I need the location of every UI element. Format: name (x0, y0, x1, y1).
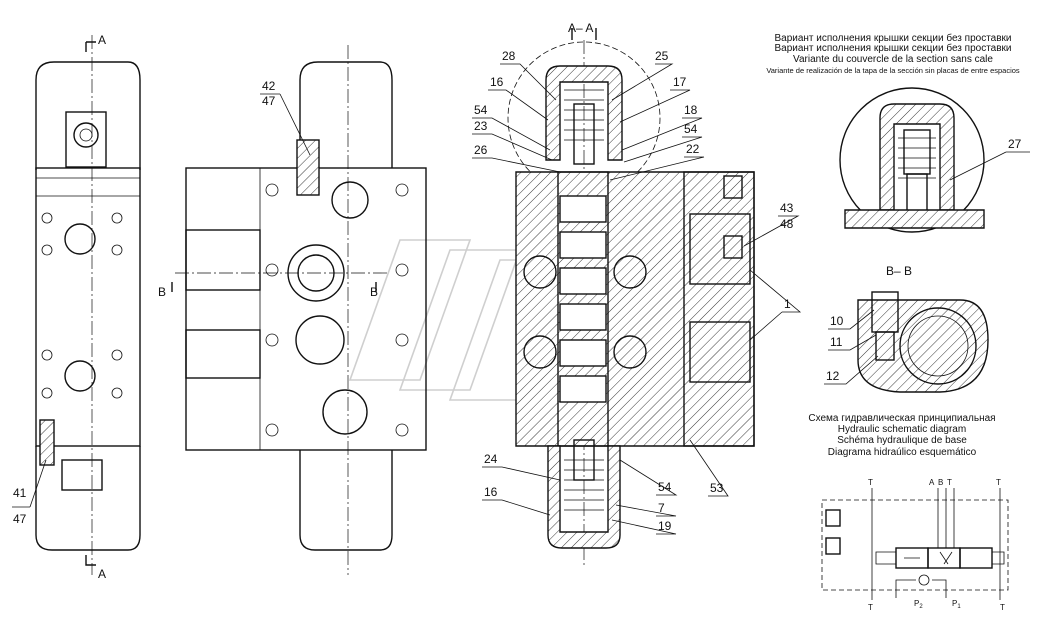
port-b: B (938, 478, 943, 487)
callout-26: 26 (474, 143, 488, 157)
cut-label-a-top: A (98, 33, 106, 47)
section-bb-title: B– B (886, 264, 912, 278)
callout-43: 43 (780, 201, 794, 215)
leader-41b (29, 459, 47, 508)
variant-caption-es: Variante de realización de la tapa de la… (766, 66, 1020, 75)
port-t-bottom-right: T (1000, 603, 1005, 612)
leader-27b (949, 151, 1007, 181)
callout-28: 28 (502, 49, 516, 63)
section-aa-view (507, 28, 755, 565)
callout-54b: 54 (684, 122, 698, 136)
callout-10: 10 (830, 314, 844, 328)
callout-22: 22 (686, 142, 700, 156)
callout-17: 17 (673, 75, 687, 89)
callout-47a: 47 (262, 94, 276, 108)
callout-24: 24 (484, 452, 498, 466)
front-view (171, 45, 427, 575)
variant-caption-ru-1: Вариант исполнения крышки секции без про… (774, 32, 1011, 44)
side-view (35, 35, 141, 575)
callout-11: 11 (830, 335, 843, 349)
callout-27: 27 (1008, 137, 1022, 151)
callout-54a: 54 (474, 103, 488, 117)
variant-caption-fr: Variante du couvercle de la section sans… (793, 54, 993, 65)
leader-42b (279, 93, 311, 156)
section-bb-leaders (824, 309, 879, 385)
section-bb-view (857, 291, 989, 393)
port-t-top-mid: T (947, 478, 952, 487)
hydraulic-caption-es: Diagrama hidraúlico esquemático (828, 447, 977, 458)
hydraulic-caption-ru: Схема гидравлическая принципиальная (808, 413, 995, 424)
callout-42: 42 (262, 79, 276, 93)
callout-16a: 16 (490, 75, 504, 89)
callout-16b: 16 (484, 485, 498, 499)
hydraulic-schematic (821, 488, 1009, 600)
callout-12: 12 (826, 369, 840, 383)
section-aa-title: A– A (568, 21, 593, 35)
callout-53: 53 (710, 481, 724, 495)
callout-54c: 54 (658, 480, 672, 494)
port-t-bottom-left: T (868, 603, 873, 612)
port-t-top-right: T (996, 478, 1001, 487)
variant-detail-view (839, 87, 985, 233)
port-t-top-left: T (868, 478, 873, 487)
callout-19: 19 (658, 519, 672, 533)
port-p2: P2 (914, 599, 923, 610)
callout-18: 18 (684, 103, 698, 117)
callout-23: 23 (474, 119, 488, 133)
port-a: A (929, 478, 935, 487)
cut-label-b-left: B (158, 285, 166, 299)
hydraulic-caption-en: Hydraulic schematic diagram (838, 424, 966, 435)
section-aa-leaders (472, 63, 802, 535)
cut-label-b-right: B (370, 285, 378, 299)
callout-41: 41 (13, 486, 27, 500)
callout-1: 1 (784, 297, 791, 311)
port-p1: P1 (952, 599, 961, 610)
callout-7: 7 (658, 501, 665, 515)
variant-caption-ru-2: Вариант исполнения крышки секции без про… (774, 42, 1011, 54)
callout-25: 25 (655, 49, 669, 63)
cut-label-a-bottom: A (98, 567, 106, 581)
callout-47b: 47 (13, 512, 27, 526)
hydraulic-caption-fr: Schéma hydraulique de base (837, 435, 967, 446)
